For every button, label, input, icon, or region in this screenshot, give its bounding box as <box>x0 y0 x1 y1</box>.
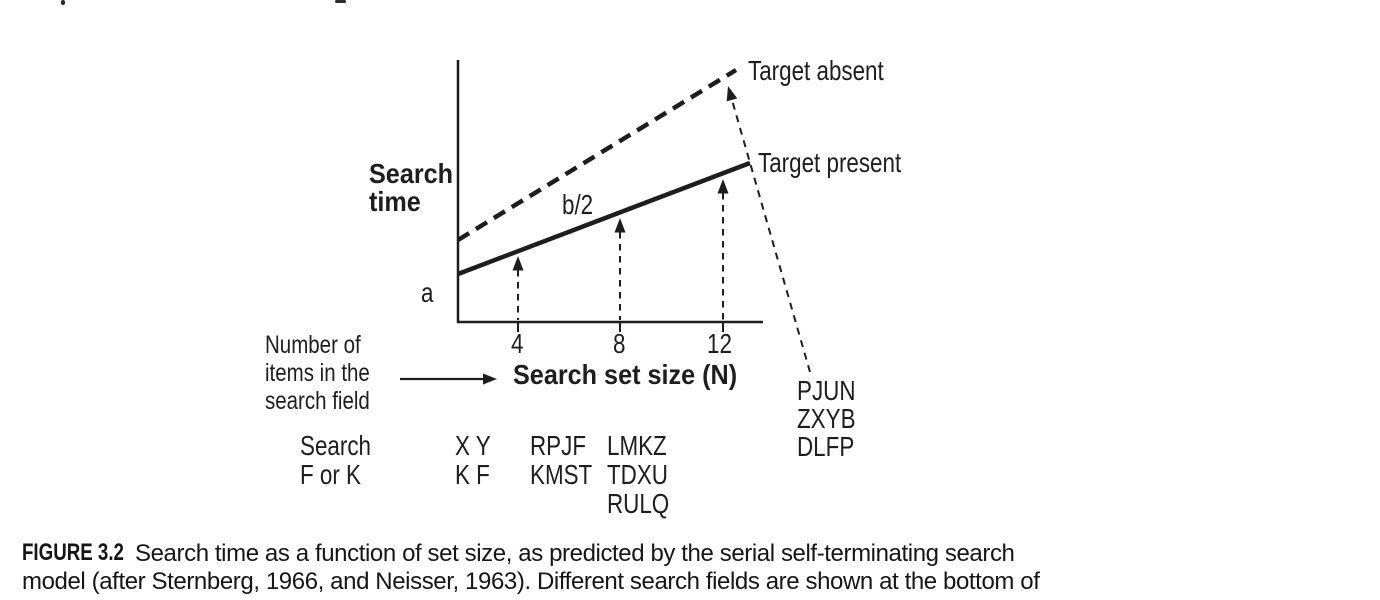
slope-label: b/2 <box>562 189 594 220</box>
target-present-label: Target present <box>758 147 902 178</box>
task-label-line2: F or K <box>300 459 361 490</box>
caption-figure-label: FIGURE 3.2 <box>22 539 124 566</box>
cut-off-text-artifact <box>61 0 65 5</box>
field-n8-row1: RPJF <box>530 430 586 461</box>
absent-field-connector-head <box>726 86 738 102</box>
target-absent-label: Target absent <box>748 55 884 86</box>
x-axis-label: Search set size (N) <box>513 359 738 390</box>
caption-line1: Search time as a function of set size, a… <box>135 540 1015 567</box>
x-axis-annotation-line1: Number of <box>265 331 361 359</box>
cut-off-text-artifact <box>335 0 346 3</box>
y-axis-label-line2: time <box>369 186 421 217</box>
field-n12-row1: LMKZ <box>607 430 667 461</box>
arrow-n12-head <box>717 179 729 194</box>
field-absent-row3: DLFP <box>797 431 855 462</box>
field-n8-row2: KMST <box>530 459 593 490</box>
y-axis-label-line1: Search <box>369 158 454 189</box>
field-n12-row2: TDXU <box>607 459 668 490</box>
x-tick-label-4: 4 <box>511 328 524 359</box>
field-n4-row2: K F <box>455 459 490 490</box>
field-absent-row2: ZXYB <box>797 403 856 434</box>
target-absent-line <box>456 68 738 242</box>
arrow-n4-head <box>512 256 524 271</box>
x-tick-label-12: 12 <box>707 328 732 359</box>
arrow-n8-head <box>614 218 626 233</box>
annotation-arrow-head <box>483 373 497 385</box>
x-axis-annotation-line2: items in the <box>265 359 370 387</box>
target-present-line <box>457 160 751 277</box>
field-n4-row1: X Y <box>455 430 491 461</box>
absent-field-connector-line <box>731 99 811 373</box>
field-n12-row3: RULQ <box>607 488 670 519</box>
x-tick-label-8: 8 <box>613 328 626 359</box>
intercept-label: a <box>421 277 434 308</box>
x-axis-annotation-line3: search field <box>265 387 370 415</box>
field-absent-row1: PJUN <box>797 375 856 406</box>
caption-line2: model (after Sternberg, 1966, and Neisse… <box>22 568 1040 595</box>
task-label-line1: Search <box>300 430 371 461</box>
